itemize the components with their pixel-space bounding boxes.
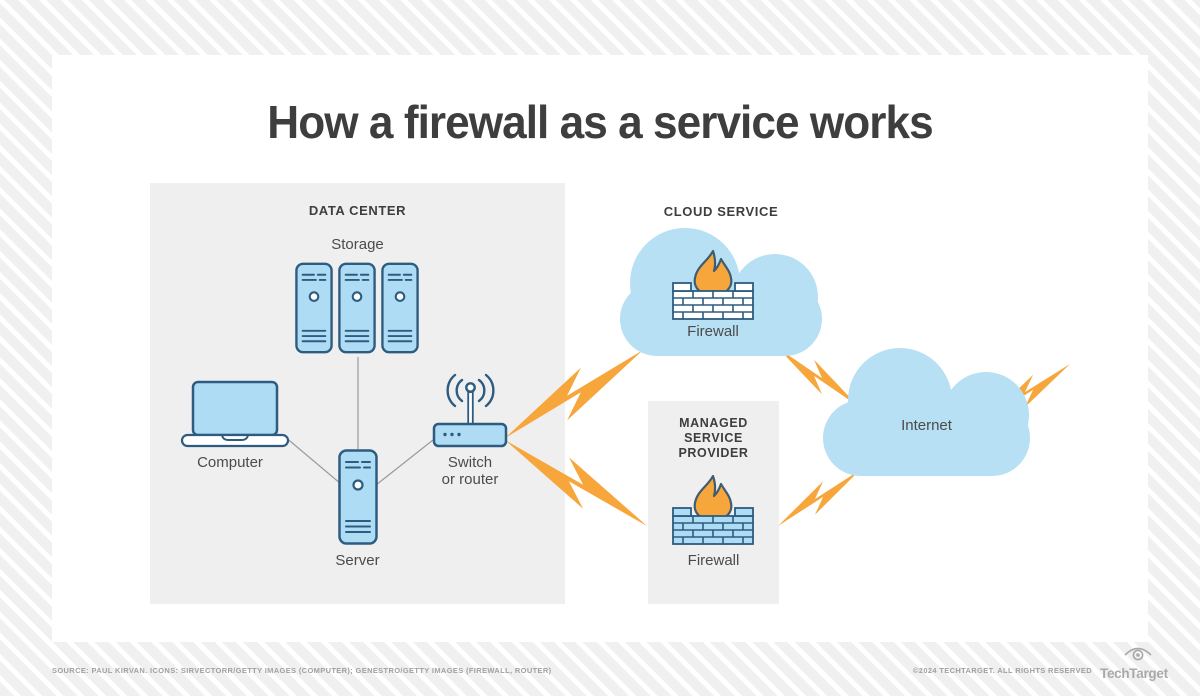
footer-copyright: ©2024 TECHTARGET. ALL RIGHTS RESERVED xyxy=(912,666,1092,675)
internet-cloud xyxy=(823,348,1030,476)
msp-heading-line3: PROVIDER xyxy=(678,446,749,460)
cloud-firewall-label: Firewall xyxy=(687,323,739,340)
firewall-icon xyxy=(672,475,754,545)
data-center-heading: DATA CENTER xyxy=(308,203,407,218)
cloud-service-cloud xyxy=(620,228,822,356)
storage-icon xyxy=(295,261,421,355)
switch-label-line1: Switch xyxy=(447,454,493,471)
server-tower-icon xyxy=(338,449,378,545)
cloud-service-heading: CLOUD SERVICE xyxy=(663,204,779,219)
msp-firewall-label: Firewall xyxy=(687,552,740,569)
techtarget-eye-icon xyxy=(1124,647,1152,661)
laptop-icon xyxy=(180,380,290,448)
computer-label: Computer xyxy=(197,454,263,471)
server-label: Server xyxy=(335,552,380,569)
lightning-bolt-icon xyxy=(505,350,643,438)
server-rack-icon xyxy=(381,262,419,354)
switch-router-label: Switch or router xyxy=(405,454,535,488)
internet-label: Internet xyxy=(901,417,952,434)
msp-heading: MANAGED SERVICE PROVIDER xyxy=(648,416,779,461)
server-rack-icon xyxy=(338,262,376,354)
storage-label: Storage xyxy=(331,236,384,253)
msp-heading-line2: SERVICE xyxy=(684,431,743,445)
firewall-icon xyxy=(672,250,754,320)
switch-label-line2: or router xyxy=(441,471,499,488)
page-title: How a firewall as a service works xyxy=(267,96,933,148)
footer-source-credit: SOURCE: PAUL KIRVAN. ICONS: SIRVECTORR/G… xyxy=(52,666,552,675)
server-rack-icon xyxy=(295,262,333,354)
lightning-bolt-icon xyxy=(778,348,858,406)
lightning-bolt-icon xyxy=(778,470,860,526)
techtarget-logo-text: TechTarget xyxy=(1100,666,1168,681)
wireless-router-icon xyxy=(432,373,508,448)
msp-heading-line1: MANAGED xyxy=(679,416,748,430)
lightning-bolt-icon xyxy=(505,440,647,526)
techtarget-logo: TechTarget xyxy=(1100,646,1168,681)
